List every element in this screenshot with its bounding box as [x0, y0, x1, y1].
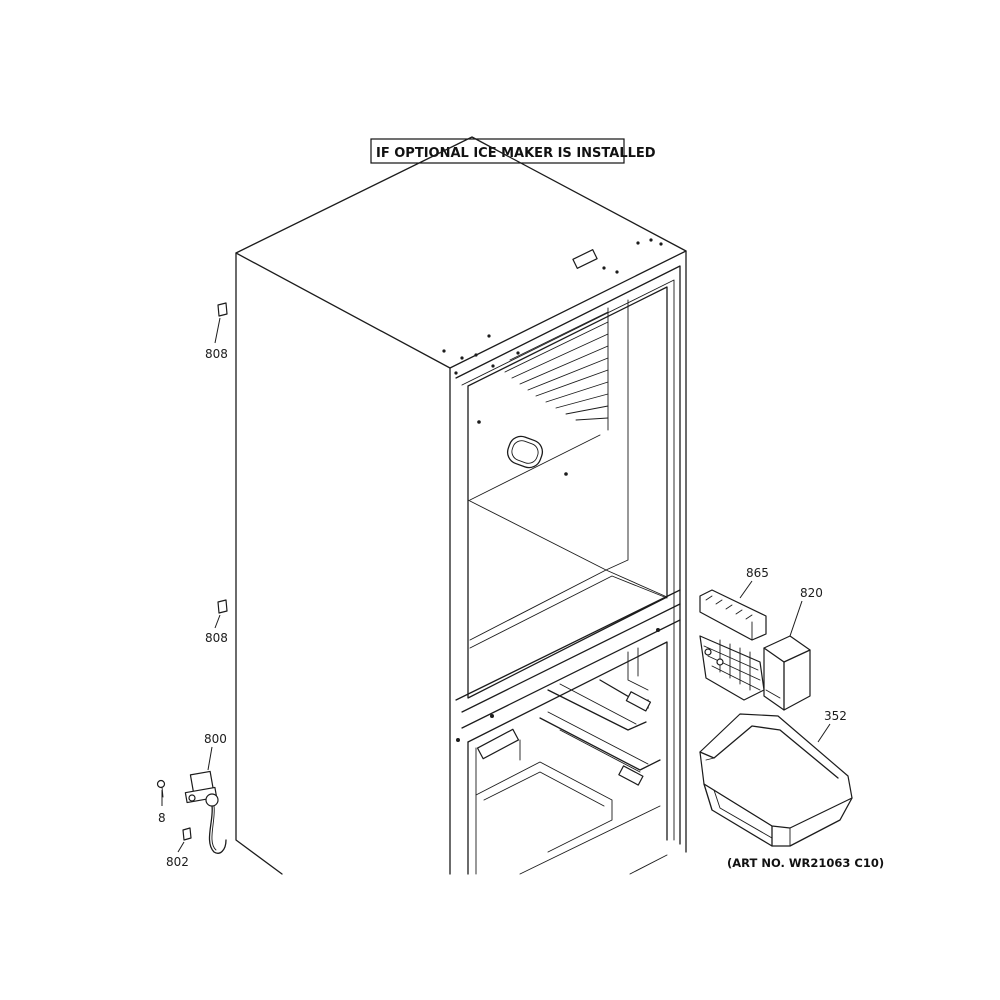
- banner-text: IF OPTIONAL ICE MAKER IS INSTALLED: [376, 146, 656, 161]
- banner: IF OPTIONAL ICE MAKER IS INSTALLED: [370, 138, 656, 164]
- lower-compartment: [467, 641, 668, 841]
- callout-802: 802: [166, 855, 189, 869]
- part-352[interactable]: 352: [699, 709, 853, 847]
- callout-865: 865: [746, 566, 769, 580]
- top-screws: [442, 238, 663, 375]
- callout-352: 352: [824, 709, 847, 723]
- vent-oval: [506, 435, 544, 469]
- door-stop-icon: [217, 599, 228, 614]
- part-8[interactable]: 8: [156, 779, 166, 826]
- upper-compartment: [467, 286, 668, 699]
- callout-8: 8: [158, 811, 166, 825]
- part-865[interactable]: 865: [699, 566, 769, 641]
- part-820[interactable]: 820: [699, 586, 823, 711]
- callout-800: 800: [204, 732, 227, 746]
- ice-bin-icon: [699, 713, 853, 847]
- part-800[interactable]: 800: [184, 732, 227, 854]
- cabinet-top: [235, 136, 687, 369]
- part-808-top[interactable]: 808: [205, 302, 228, 361]
- cabinet-side: [235, 252, 283, 875]
- door-stop-icon: [217, 302, 228, 317]
- ice-maker-icon: [699, 635, 811, 711]
- screw-icon: [156, 779, 166, 798]
- mounting-bracket-icon: [699, 589, 767, 641]
- callout-820: 820: [800, 586, 823, 600]
- part-808-mid[interactable]: 808: [205, 599, 228, 645]
- mullion: [455, 589, 681, 701]
- top-connector: [572, 249, 598, 269]
- evaporator-fins: [504, 307, 609, 431]
- art-number: (ART NO. WR21063 C10): [727, 856, 884, 870]
- refrigerator-cabinet: [235, 136, 687, 875]
- callout-808-top: 808: [205, 347, 228, 361]
- tubing-clip-icon: [182, 827, 192, 841]
- water-valve-icon: [184, 770, 227, 854]
- part-802[interactable]: 802: [166, 827, 192, 869]
- callout-808-mid: 808: [205, 631, 228, 645]
